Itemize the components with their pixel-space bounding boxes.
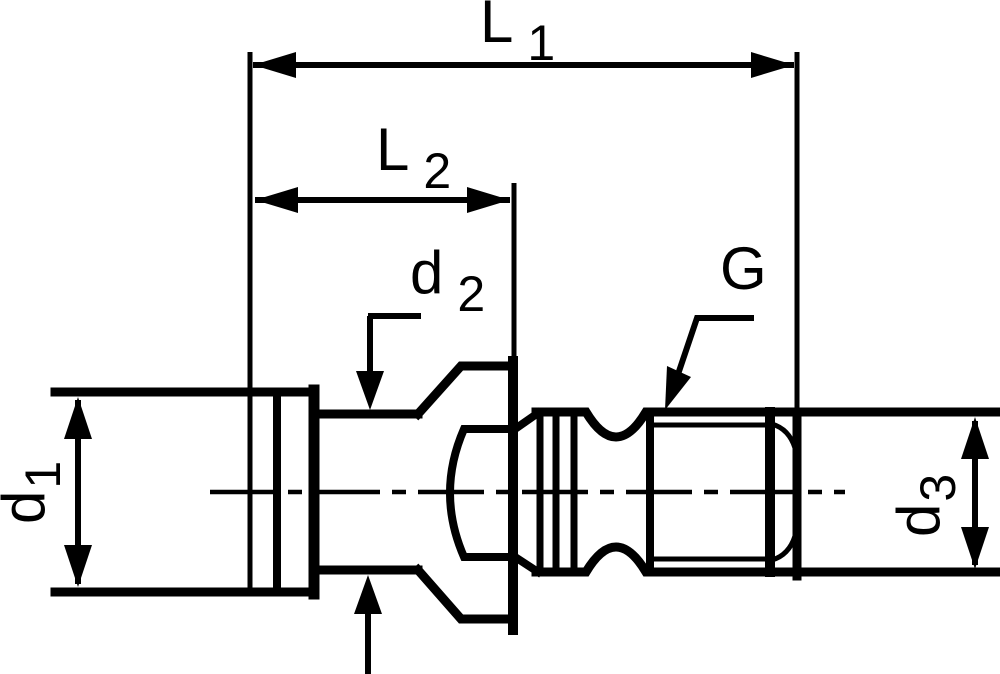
label-d1: d1 xyxy=(0,461,71,524)
G-arrowhead xyxy=(665,366,691,410)
label-d3-main: d xyxy=(885,503,952,537)
d1-arrowhead-top xyxy=(64,397,92,439)
label-L2-main: L xyxy=(376,116,410,183)
L1-arrowhead-left xyxy=(253,52,296,78)
label-G: G xyxy=(720,239,767,299)
label-G-main: G xyxy=(720,235,767,302)
shank-outline xyxy=(50,387,319,597)
d2-arrowhead-top xyxy=(356,371,384,410)
thread-root-lines xyxy=(649,422,771,562)
dimension-d3 xyxy=(961,417,989,569)
d3-arrowhead-bottom xyxy=(961,527,989,569)
L1-arrowhead-right xyxy=(751,52,794,78)
label-d2-subscript: 2 xyxy=(457,266,486,322)
L2-arrowhead-left xyxy=(255,187,298,213)
d3-arrowhead-top xyxy=(961,417,989,459)
thread-section-top-edge xyxy=(531,407,1000,442)
label-d1-main: d xyxy=(0,491,57,524)
label-L1-main: L xyxy=(480,0,514,55)
d2-arrowhead-bottom xyxy=(354,575,382,614)
d1-arrowhead-bottom xyxy=(64,545,92,587)
d2-leader-lines xyxy=(365,313,421,674)
label-L2-subscript: 2 xyxy=(423,143,452,199)
dimension-d1 xyxy=(64,397,92,587)
G-leader-lines xyxy=(667,315,754,399)
flange-outline xyxy=(411,361,518,624)
thread-section-bottom-edge xyxy=(531,542,1000,577)
L2-arrowhead-right xyxy=(467,187,510,213)
part-outline xyxy=(50,356,1000,635)
label-d3: d3 xyxy=(885,474,966,537)
dimension-L1 xyxy=(247,52,800,596)
leader-G xyxy=(665,315,754,410)
label-d3-subscript: 3 xyxy=(910,473,966,502)
label-d1-subscript: 1 xyxy=(15,460,71,489)
label-d2-main: d xyxy=(410,239,444,306)
leader-d2 xyxy=(354,313,421,674)
neck-outline xyxy=(309,409,423,575)
dimension-L2 xyxy=(255,183,517,366)
label-L1-subscript: 1 xyxy=(527,15,556,71)
